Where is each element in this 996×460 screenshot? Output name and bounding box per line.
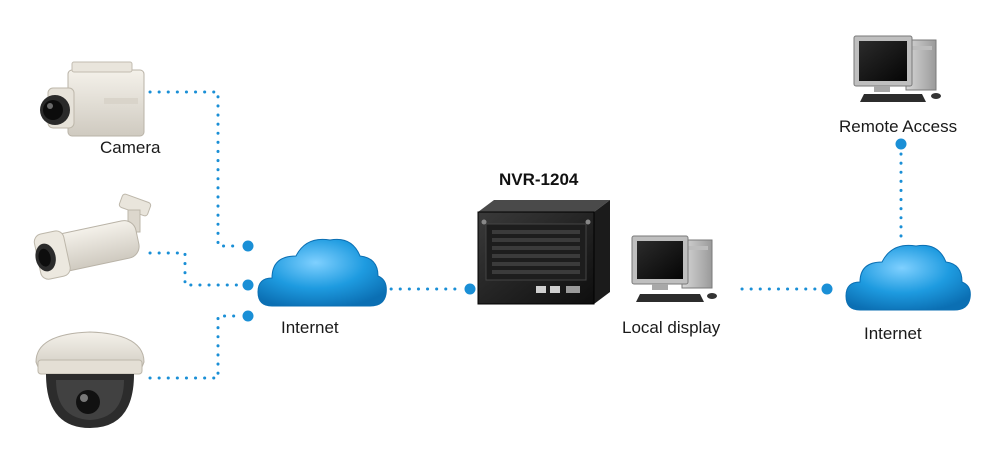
nvr-device-icon (477, 200, 610, 305)
camera-label: Camera (100, 138, 161, 157)
local-display-label: Local display (622, 318, 721, 337)
link-box-camera (148, 90, 242, 248)
endpoint-dot (895, 138, 907, 150)
endpoint-dot (242, 240, 254, 252)
box-camera-icon (40, 61, 145, 137)
remote-access-label: Remote Access (839, 117, 958, 136)
connection-lines (148, 90, 903, 380)
link-endpoints (242, 138, 907, 322)
internet-right-label: Internet (864, 324, 922, 343)
endpoint-dot (821, 283, 833, 295)
cloud-icon (845, 244, 971, 311)
cloud-icon (257, 238, 387, 307)
link-bullet-camera (148, 251, 242, 287)
desktop-computer-icon (631, 235, 717, 302)
nvr-title: NVR-1204 (499, 170, 579, 189)
desktop-computer-icon (853, 35, 941, 102)
dome-camera-icon (35, 331, 145, 428)
link-dome-camera (148, 314, 242, 380)
bullet-camera-icon (33, 193, 152, 280)
endpoint-dot (242, 279, 254, 291)
endpoint-dot (464, 283, 476, 295)
endpoint-dot (242, 310, 254, 322)
internet-left-label: Internet (281, 318, 339, 337)
